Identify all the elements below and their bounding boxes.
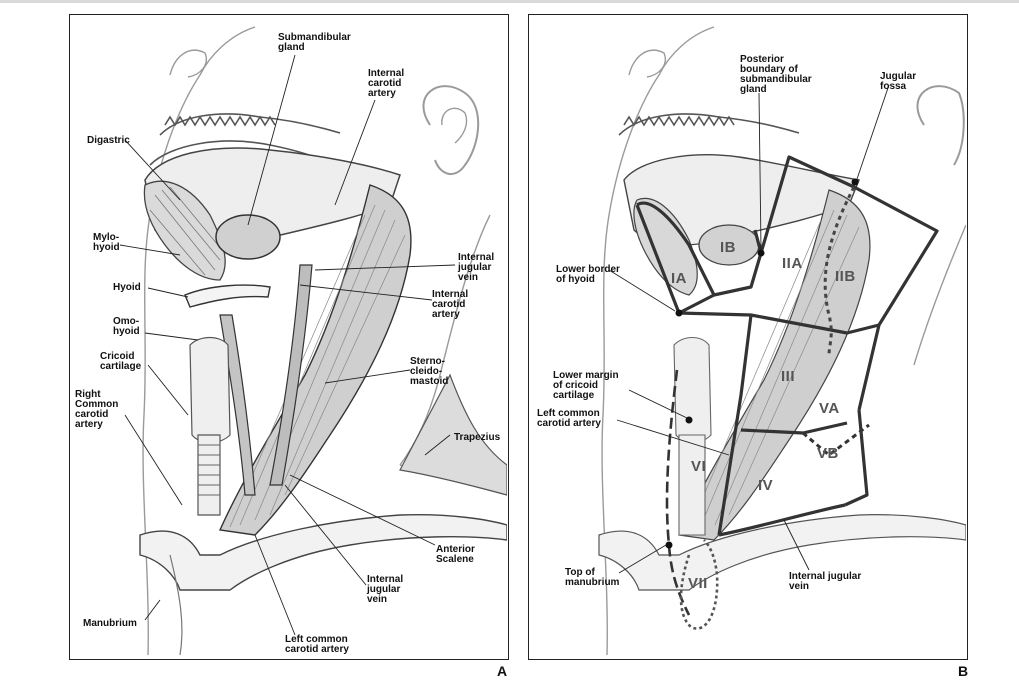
zone-vii: VII	[688, 575, 708, 592]
panel-b-letter: B	[958, 663, 969, 679]
zone-va: VA	[819, 400, 840, 417]
label-hyoid: Hyoid	[113, 282, 141, 293]
label-submandibular-gland: Submandibular gland	[278, 32, 351, 53]
panel-a-letter: A	[497, 663, 508, 679]
neck-levels-illustration	[598, 26, 966, 656]
label-left-common-carotid-artery: Left common carotid artery	[285, 634, 349, 655]
label-sternocleidomastoid: Sterno- cleido- mastoid	[410, 356, 449, 387]
zone-ib: IB	[720, 239, 736, 256]
label-internal-jugular-vein: Internal jugular vein	[789, 571, 862, 592]
zone-ia: IA	[671, 270, 687, 287]
label-anterior-scalene: Anterior Scalene	[436, 544, 475, 565]
label-mylohyoid: Mylo- hyoid	[93, 232, 120, 253]
label-internal-jugular-vein-lower: Internal jugular vein	[367, 574, 404, 605]
zone-vb: VB	[817, 445, 839, 462]
label-cricoid-cartilage: Cricoid cartilage	[100, 351, 142, 372]
label-lower-border-hyoid: Lower border of hyoid	[556, 264, 620, 285]
label-posterior-boundary-submandibular: Posterior boundary of submandibular glan…	[740, 54, 812, 95]
neck-anatomy-illustration	[119, 26, 507, 656]
panel-a-neck-anatomy: Submandibular gland Internal carotid art…	[69, 14, 509, 660]
zone-iib: IIB	[835, 268, 856, 285]
zone-iii: III	[781, 368, 796, 385]
label-right-common-carotid-artery: Right Common carotid artery	[75, 389, 119, 430]
label-lower-margin-cricoid: Lower margin of cricoid cartilage	[553, 370, 619, 401]
label-omohyoid: Omo- hyoid	[113, 316, 140, 337]
zone-iia: IIA	[782, 255, 803, 272]
zone-iv: IV	[758, 477, 774, 494]
zone-vi: VI	[691, 458, 707, 475]
label-internal-jugular-vein-upper: Internal jugular vein	[458, 252, 495, 283]
label-left-common-carotid-artery: Left common carotid artery	[537, 408, 601, 429]
label-top-of-manubrium: Top of manubrium	[565, 567, 620, 588]
panel-b-neck-levels: Posterior boundary of submandibular glan…	[528, 14, 968, 660]
submandibular-gland-shape	[215, 214, 281, 260]
label-internal-carotid-artery-top: Internal carotid artery	[368, 68, 405, 99]
label-jugular-fossa: Jugular fossa	[880, 71, 917, 92]
label-manubrium: Manubrium	[83, 618, 137, 629]
label-internal-carotid-artery-mid: Internal carotid artery	[432, 289, 469, 320]
label-trapezius: Trapezius	[454, 432, 501, 443]
top-border	[0, 0, 1019, 3]
label-digastric: Digastric	[87, 135, 130, 146]
